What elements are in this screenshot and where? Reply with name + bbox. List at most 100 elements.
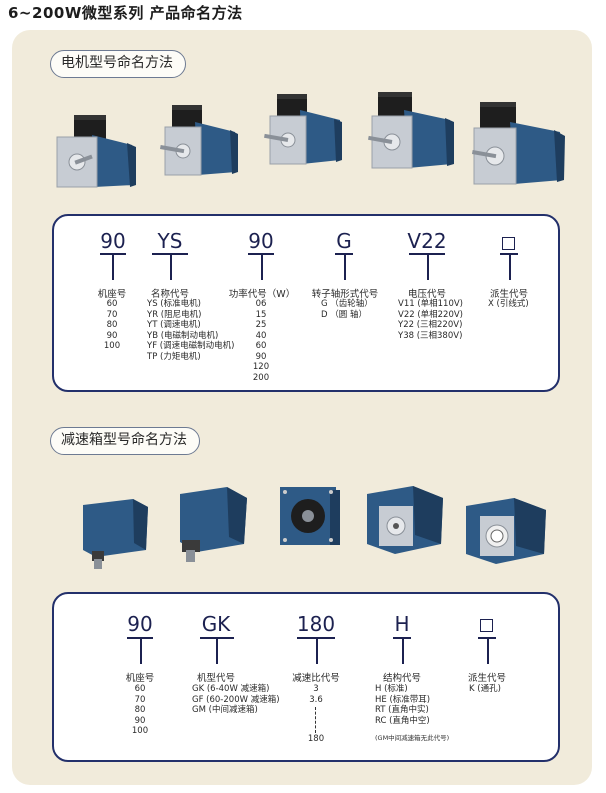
gearbox-label-ratio: 减速比代号 xyxy=(292,673,340,684)
motor-code-name: YS xyxy=(157,229,183,253)
list-item: Y22 (三相220V) xyxy=(398,320,463,330)
gearbox-derived-values: K (通孔) xyxy=(469,684,501,695)
motor-code-frame: 90 xyxy=(100,229,126,253)
derived-code-box-icon xyxy=(502,237,515,250)
list-item: 60 xyxy=(134,684,146,694)
motor-section-title: 电机型号命名方法 xyxy=(50,50,186,78)
motor-code-shaft: G xyxy=(336,229,352,253)
motor-code-voltage: V22 xyxy=(407,229,447,253)
list-item: X (引线式) xyxy=(488,299,529,309)
list-item: K (通孔) xyxy=(469,684,501,694)
list-item: HE (标准带耳) xyxy=(375,694,431,705)
gearbox-image-3 xyxy=(280,487,340,545)
motor-label-derived: 派生代号 xyxy=(489,289,528,300)
list-item: Y38 (三相380V) xyxy=(398,330,463,341)
leader-line xyxy=(170,253,172,280)
list-item: 80 xyxy=(134,705,146,715)
motor-label-power: 功率代号（W） xyxy=(228,289,296,300)
list-item: 120 xyxy=(252,362,270,372)
leader-line xyxy=(402,637,404,664)
list-item: 60 xyxy=(255,341,267,351)
motor-code-derived xyxy=(502,235,515,254)
motor-name-values: YS (标准电机) YR (阻尼电机) YT (调速电机) YB (电磁制动电机… xyxy=(147,299,234,362)
list-item: YR (阻尼电机) xyxy=(147,309,202,320)
leader-line xyxy=(427,253,429,280)
list-item: GM (中间减速箱) xyxy=(192,705,258,715)
gearbox-ratio-max: 180 xyxy=(296,734,336,745)
list-item: 90 xyxy=(106,330,118,341)
list-item: RT (直角中实) xyxy=(375,705,429,715)
gearbox-section-title: 减速箱型号命名方法 xyxy=(50,427,200,455)
list-item: 90 xyxy=(255,351,267,362)
list-item: YF (调速电磁制动电机) xyxy=(147,341,235,351)
leader-line xyxy=(316,637,318,664)
list-item: YB (电磁制动电机) xyxy=(147,330,219,341)
list-item: YS (标准电机) xyxy=(147,299,201,309)
gearbox-structure-values: H (标准) HE (标准带耳) RT (直角中实) RC (直角中空) xyxy=(375,684,430,726)
list-item: 40 xyxy=(255,330,267,341)
list-item: V22 (单相220V) xyxy=(398,309,464,320)
gearbox-image-5 xyxy=(466,498,546,564)
list-item: G （齿轮轴） xyxy=(321,299,373,309)
gearbox-code-structure: H xyxy=(394,612,410,636)
ratio-range-dash xyxy=(315,707,316,733)
list-item: 60 xyxy=(106,299,118,309)
leader-line xyxy=(216,637,218,664)
gearbox-image-4 xyxy=(367,486,443,554)
list-item: 100 xyxy=(131,726,149,736)
motor-image-1 xyxy=(56,115,136,188)
motor-voltage-values: V11 (单相110V) V22 (单相220V) Y22 (三相220V) Y… xyxy=(398,299,463,341)
motor-image-3 xyxy=(264,94,342,165)
motor-code-power: 90 xyxy=(248,229,274,253)
list-item: 06 xyxy=(255,299,267,309)
gearbox-code-type: GK xyxy=(201,612,231,636)
motor-frame-values: 60 70 80 90 100 xyxy=(92,299,132,352)
leader-line xyxy=(112,253,114,280)
gearbox-code-ratio: 180 xyxy=(296,612,336,636)
list-item: 200 xyxy=(252,372,270,383)
leader-line xyxy=(261,253,263,280)
motor-label-shaft: 转子轴形式代号 xyxy=(311,289,379,300)
leader-line xyxy=(140,637,142,664)
motor-label-name: 名称代号 xyxy=(150,289,189,300)
list-item: TP (力矩电机) xyxy=(147,351,201,362)
gearbox-ratio-values: 3 3.6 xyxy=(296,684,336,705)
gearbox-type-values: GK (6-40W 减速箱) GF (60-200W 减速箱) GM (中间减速… xyxy=(192,684,280,716)
structure-note: (GM中间减速箱无此代号) xyxy=(375,734,450,742)
motor-image-4 xyxy=(368,92,454,169)
gearbox-frame-values: 60 70 80 90 100 xyxy=(120,684,160,737)
leader-line xyxy=(509,253,511,280)
list-item: 180 xyxy=(307,734,325,744)
motor-code-box xyxy=(52,214,560,392)
list-item: 80 xyxy=(106,320,118,330)
list-item: 90 xyxy=(134,715,146,726)
motor-label-voltage: 电压代号 xyxy=(407,289,446,300)
gearbox-image-2 xyxy=(180,487,247,562)
leader-line xyxy=(344,253,346,280)
list-item: 25 xyxy=(255,320,267,330)
gearbox-code-frame: 90 xyxy=(127,612,153,636)
motor-label-frame: 机座号 xyxy=(97,289,127,300)
list-item: GK (6-40W 减速箱) xyxy=(192,684,270,694)
motor-image-5 xyxy=(472,102,565,185)
list-item: D （圆 轴） xyxy=(321,309,367,320)
list-item: 100 xyxy=(103,341,121,351)
leader-line xyxy=(487,637,489,664)
gearbox-image-1 xyxy=(83,499,148,569)
motor-derived-values: X (引线式) xyxy=(488,299,529,310)
list-item: H (标准) xyxy=(375,684,408,694)
gearbox-code-derived xyxy=(480,617,493,636)
list-item: GF (60-200W 减速箱) xyxy=(192,694,280,705)
gearbox-label-derived: 派生代号 xyxy=(467,673,506,684)
list-item: 70 xyxy=(106,309,118,320)
list-item: YT (调速电机) xyxy=(147,320,201,330)
gearbox-code-box xyxy=(52,592,560,762)
gearbox-label-structure: 结构代号 xyxy=(382,673,421,684)
motor-image-2 xyxy=(160,105,238,176)
motor-shaft-values: G （齿轮轴） D （圆 轴） xyxy=(321,299,373,320)
derived-code-box-icon xyxy=(480,619,493,632)
motor-power-values: 06 15 25 40 60 90 120 200 xyxy=(241,299,281,383)
list-item: 70 xyxy=(134,694,146,705)
list-item: 3.6 xyxy=(309,694,323,705)
gearbox-label-type: 机型代号 xyxy=(196,673,235,684)
